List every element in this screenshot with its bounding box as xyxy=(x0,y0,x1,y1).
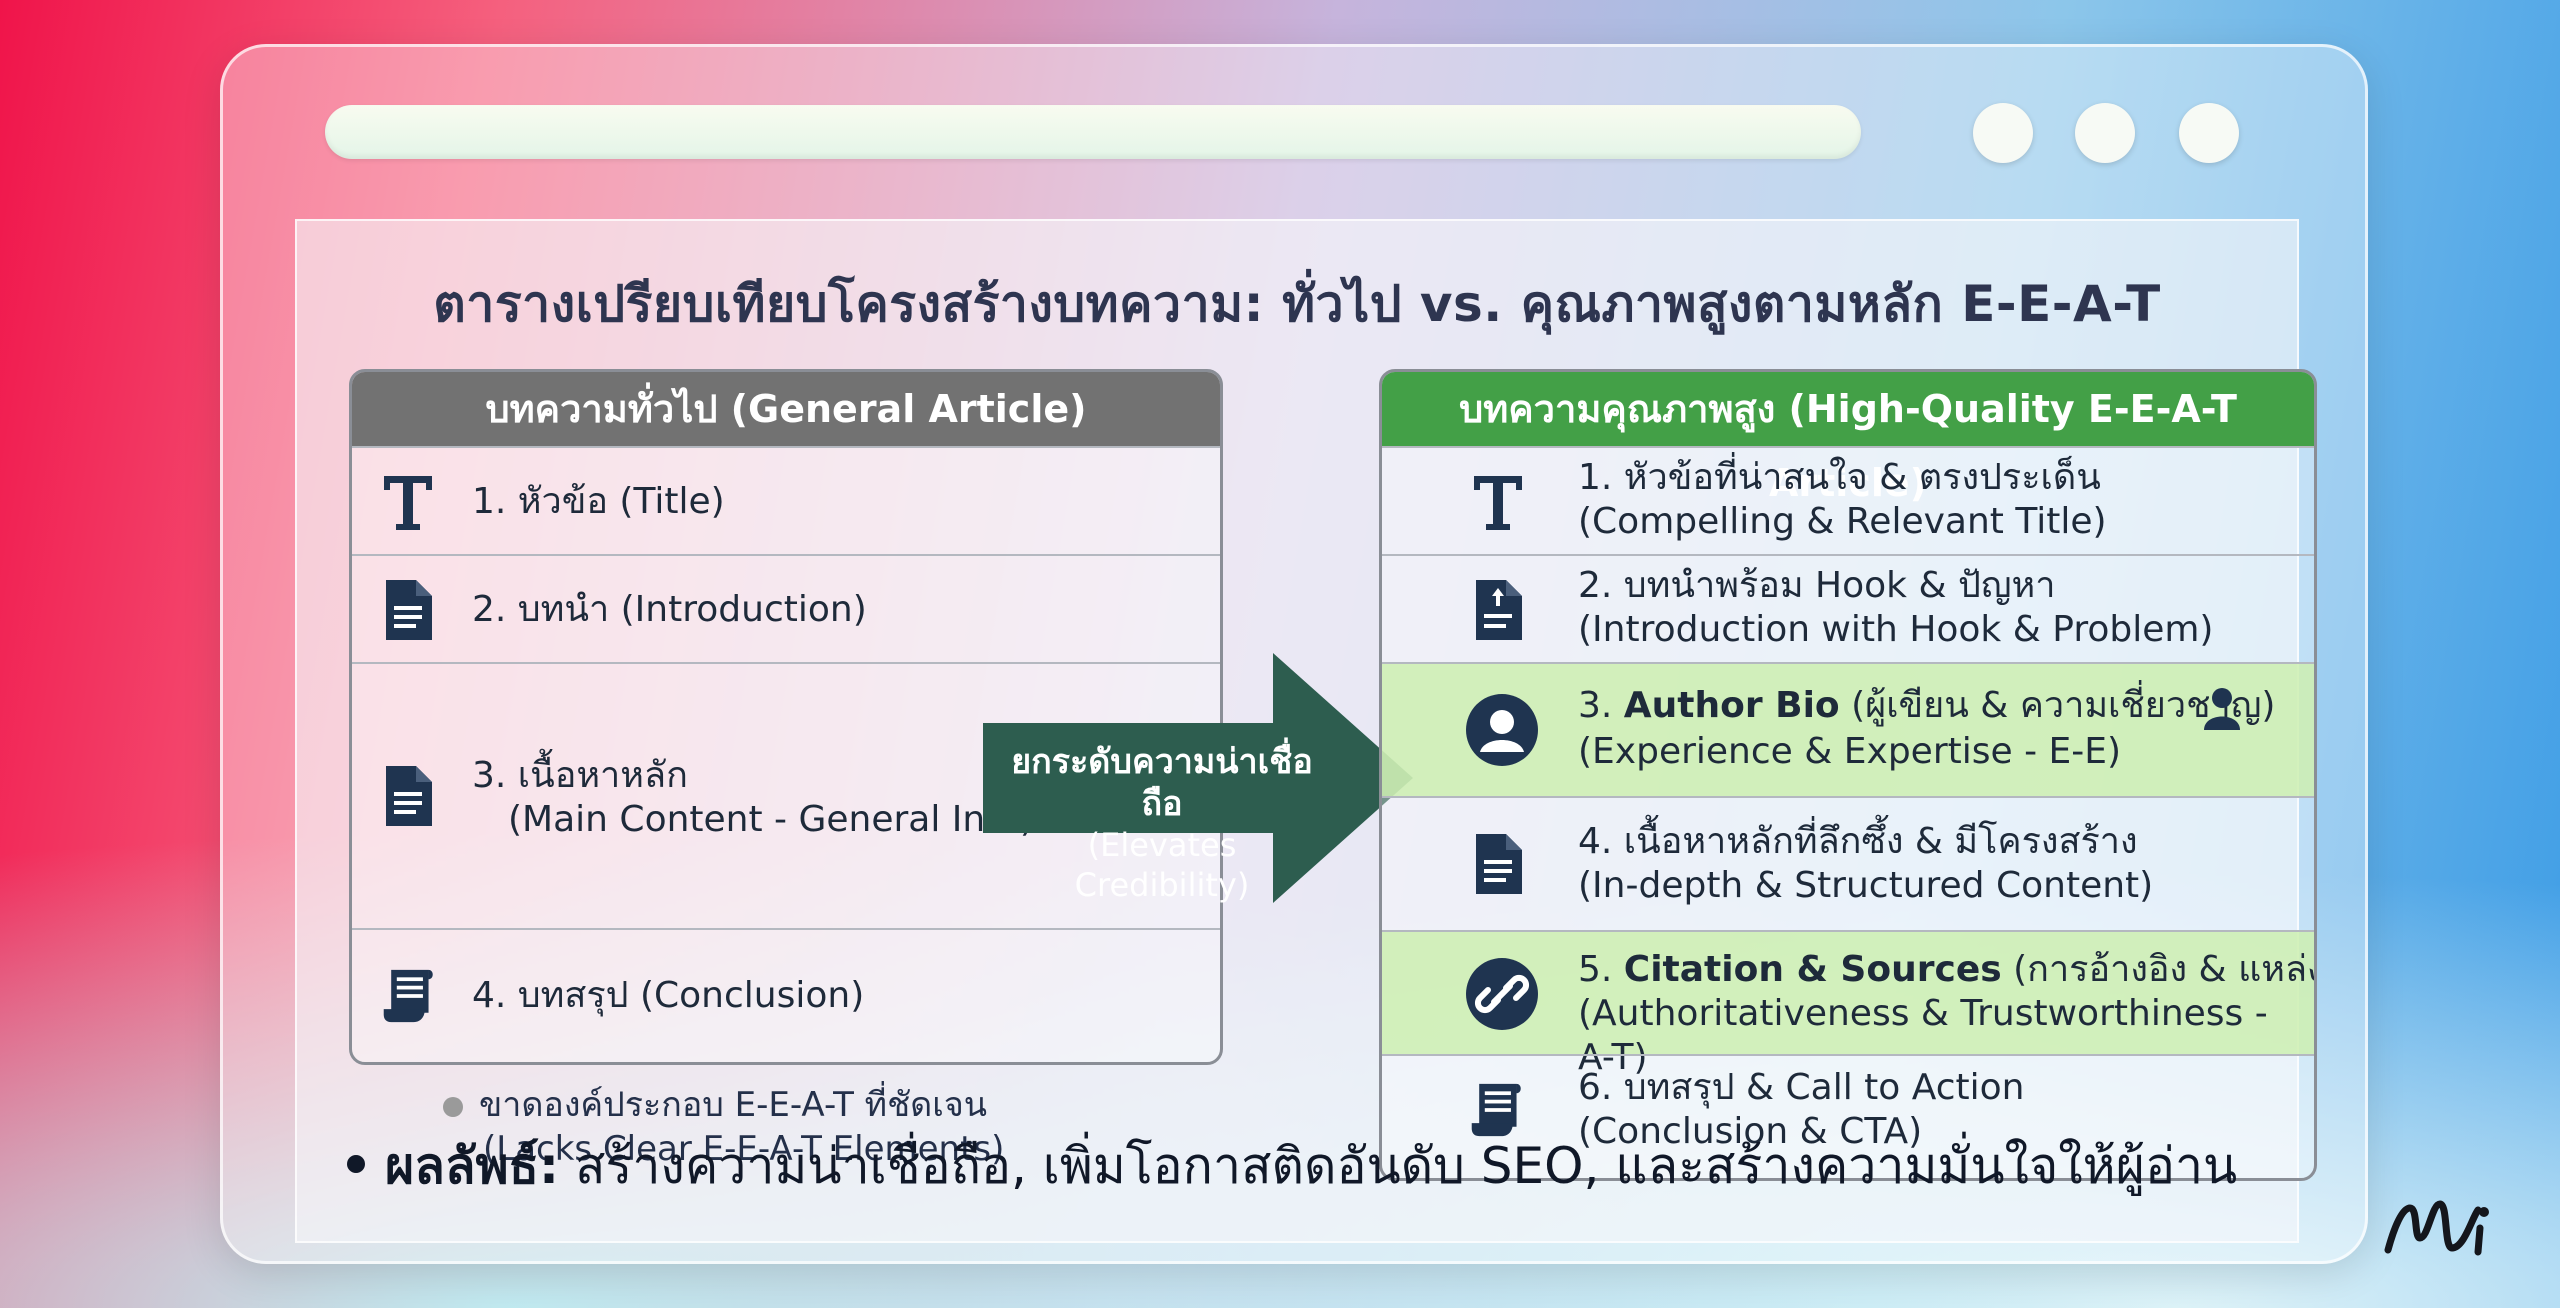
quality-row-main-content: 4. เนื้อหาหลักที่ลึกซึ้ง & มีโครงสร้าง (… xyxy=(1382,796,2314,930)
result-bullet xyxy=(347,1154,365,1173)
document-icon xyxy=(386,766,432,826)
general-item-label: 3. เนื้อหาหลัก xyxy=(472,755,688,796)
quality-item-sublabel: (Experience & Expertise - E-E) xyxy=(1578,731,2122,772)
item-detail: (ผู้เขียน & ความเชี่ยวชาญ) xyxy=(1839,685,2276,726)
quality-item-sublabel: (Authoritativeness & Trustworthiness - A… xyxy=(1578,993,2268,1078)
note-bullet xyxy=(443,1097,463,1117)
item-detail: (การอ้างอิง & แหล่งที่มา) xyxy=(2013,949,2317,990)
window-control-dot[interactable] xyxy=(1973,103,2033,163)
arrow-label-english: (Elevates Credibility) xyxy=(1074,826,1250,904)
quality-item-sublabel: (Introduction with Hook & Problem) xyxy=(1578,609,2214,650)
general-table-header: บทความทั่วไป (General Article) xyxy=(352,372,1220,446)
general-article-table: บทความทั่วไป (General Article) 1. หัวข้อ… xyxy=(349,369,1223,1065)
brand-logo xyxy=(2384,1200,2489,1256)
note-subline: (Lacks Clear E-E-A-T Elements) xyxy=(483,1129,1005,1169)
result-text: สร้างความน่าเชื่อถือ, เพิ่มโอกาสติดอันดั… xyxy=(574,1137,2238,1195)
arrow-label: ยกระดับความน่าเชื่อถือ (Elevates Credibi… xyxy=(997,741,1327,905)
document-upload-icon xyxy=(1476,580,1522,640)
quality-row-conclusion: 6. บทสรุป & Call to Action (Conclusion &… xyxy=(1382,1054,2314,1168)
quality-item-sublabel: (Compelling & Relevant Title) xyxy=(1578,501,2107,542)
general-item-sublabel: (Main Content - General Info) xyxy=(508,799,1034,840)
infographic-panel: ตารางเปรียบเทียบโครงสร้างบทความ: ทั่วไป … xyxy=(295,219,2317,1243)
quality-item-label: 3. Author Bio (ผู้เขียน & ความเชี่ยวชาญ) xyxy=(1578,684,2275,728)
quality-item-label: 5. Citation & Sources (การอ้างอิง & แหล่… xyxy=(1578,948,2317,992)
item-number: 3. xyxy=(1578,685,1624,726)
scroll-icon xyxy=(1471,1083,1521,1137)
user-circle-icon xyxy=(1466,694,1538,766)
document-icon xyxy=(1476,834,1522,894)
quality-item-label: 2. บทนำพร้อม Hook & ปัญหา xyxy=(1578,565,2056,606)
quality-row-title: 1. หัวข้อที่น่าสนใจ & ตรงประเด็น (Compel… xyxy=(1382,446,2314,554)
result-label: ผลลัพธ์: xyxy=(385,1137,560,1195)
quality-row-citation: 5. Citation & Sources (การอ้างอิง & แหล่… xyxy=(1382,930,2317,1078)
quality-article-table: บทความคุณภาพสูง (High-Quality E-E-A-T Ar… xyxy=(1379,369,2317,1181)
general-row-title: 1. หัวข้อ (Title) xyxy=(352,446,1220,554)
quality-item-sublabel: (In-depth & Structured Content) xyxy=(1578,865,2154,906)
quality-table-header: บทความคุณภาพสูง (High-Quality E-E-A-T Ar… xyxy=(1382,372,2314,505)
general-row-conclusion: 4. บทสรุป (Conclusion) xyxy=(352,928,1220,1062)
person-icon xyxy=(2204,688,2240,730)
general-row-introduction: 2. บทนำ (Introduction) xyxy=(352,554,1220,662)
document-icon xyxy=(386,580,432,640)
window-control-dot[interactable] xyxy=(2075,103,2135,163)
general-row-main-content: 3. เนื้อหาหลัก (Main Content - General I… xyxy=(352,662,1220,928)
title-icon xyxy=(1474,476,1522,530)
quality-item-label: 1. หัวข้อที่น่าสนใจ & ตรงประเด็น xyxy=(1578,457,2101,498)
item-keyword: Author Bio xyxy=(1623,685,1840,726)
address-bar[interactable] xyxy=(325,105,1861,159)
scroll-icon xyxy=(383,969,433,1023)
general-item-label: 2. บทนำ (Introduction) xyxy=(472,589,867,630)
item-number: 5. xyxy=(1578,949,1624,990)
quality-row-introduction: 2. บทนำพร้อม Hook & ปัญหา (Introduction … xyxy=(1382,554,2314,662)
item-keyword: Citation & Sources xyxy=(1623,949,2002,990)
quality-row-author-bio: 3. Author Bio (ผู้เขียน & ความเชี่ยวชาญ)… xyxy=(1382,662,2314,796)
window-control-dot[interactable] xyxy=(2179,103,2239,163)
general-item-label: 4. บทสรุป (Conclusion) xyxy=(472,975,865,1016)
general-item-label: 1. หัวข้อ (Title) xyxy=(472,481,725,522)
result-summary: ผลลัพธ์: สร้างความน่าเชื่อถือ, เพิ่มโอกา… xyxy=(347,1127,2237,1206)
lacks-eeat-note: ขาดองค์ประกอบ E-E-A-T ที่ชัดเจน (Lacks C… xyxy=(443,1083,1005,1171)
note-line: ขาดองค์ประกอบ E-E-A-T ที่ชัดเจน xyxy=(479,1085,988,1125)
title-icon xyxy=(384,476,432,530)
browser-window: ตารางเปรียบเทียบโครงสร้างบทความ: ทั่วไป … xyxy=(220,44,2368,1264)
page-title: ตารางเปรียบเทียบโครงสร้างบทความ: ทั่วไป … xyxy=(433,275,2161,333)
arrow-label-thai: ยกระดับความน่าเชื่อถือ xyxy=(1011,742,1313,824)
quality-item-label: 6. บทสรุป & Call to Action xyxy=(1578,1067,2025,1108)
elevate-arrow-icon xyxy=(983,653,1413,903)
quality-item-label: 4. เนื้อหาหลักที่ลึกซึ้ง & มีโครงสร้าง xyxy=(1578,821,2138,862)
quality-item-sublabel: (Conclusion & CTA) xyxy=(1578,1111,1923,1152)
link-circle-icon xyxy=(1466,958,1538,1030)
